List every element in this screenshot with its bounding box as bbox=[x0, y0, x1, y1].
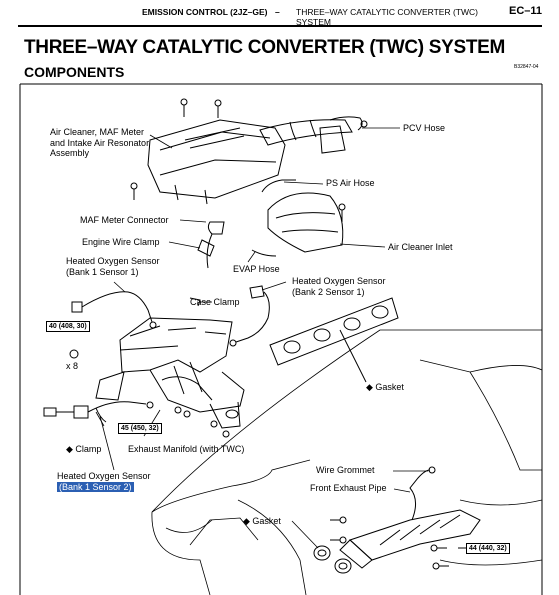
label-ho2s-b2s1-line2: (Bank 2 Sensor 1) bbox=[292, 286, 365, 297]
maf-connector-drawing bbox=[197, 221, 225, 269]
leader-gasket-upper bbox=[339, 329, 367, 383]
case-clamp-drawing bbox=[189, 297, 201, 307]
torque-spec-pipe: 44 (440, 32) bbox=[466, 543, 510, 554]
page-header: EMISSION CONTROL (2JZ–GE) – THREE–WAY CA… bbox=[0, 0, 559, 34]
label-ho2s-b2s1: Heated Oxygen Sensor (Bank 2 Sensor 1) bbox=[292, 276, 386, 297]
label-front-exhaust-pipe: Front Exhaust Pipe bbox=[310, 483, 387, 493]
header-dash: – bbox=[275, 7, 280, 17]
label-ho2s-b1s2-line2-wrap: (Bank 1 Sensor 2) bbox=[57, 481, 151, 493]
ho2s-bank2-sensor1-drawing bbox=[229, 285, 270, 347]
label-gasket-lower: ◆ Gasket bbox=[243, 516, 281, 526]
header-topic-line1: THREE–WAY CATALYTIC CONVERTER (TWC) bbox=[296, 7, 478, 17]
header-rule bbox=[18, 25, 542, 27]
exhaust-manifold-drawing bbox=[95, 317, 245, 429]
label-ps-air-hose: PS Air Hose bbox=[326, 178, 375, 188]
gasket-upper-drawing bbox=[269, 297, 399, 366]
label-air-cleaner-line2: and Intake Air Resonator bbox=[50, 137, 150, 148]
label-clamp: ◆ Clamp bbox=[66, 444, 102, 454]
ps-air-hose-drawing bbox=[261, 179, 296, 193]
label-times-8: x 8 bbox=[66, 361, 79, 371]
header-topic: THREE–WAY CATALYTIC CONVERTER (TWC) SYST… bbox=[296, 7, 496, 27]
label-ho2s-b1s1-line2: (Bank 1 Sensor 1) bbox=[66, 266, 139, 277]
ho2s-bank1-sensor2-drawing bbox=[43, 401, 154, 423]
bolts-lower bbox=[330, 516, 466, 570]
torque-spec-nut: 40 (408, 30) bbox=[46, 321, 90, 332]
label-air-cleaner-inlet: Air Cleaner Inlet bbox=[388, 242, 453, 252]
label-maf-connector: MAF Meter Connector bbox=[80, 215, 169, 225]
label-evap-hose: EVAP Hose bbox=[233, 264, 280, 274]
label-engine-wire-clamp: Engine Wire Clamp bbox=[82, 237, 160, 247]
header-topic-line2: SYSTEM bbox=[296, 17, 331, 27]
page-title: THREE–WAY CATALYTIC CONVERTER (TWC) SYST… bbox=[24, 37, 506, 58]
air-cleaner-assembly-drawing bbox=[147, 116, 368, 205]
torque-spec-manifold: 45 (450, 32) bbox=[118, 423, 162, 434]
figure-code: B32847-04 bbox=[514, 64, 539, 70]
vehicle-outline bbox=[151, 329, 543, 595]
nuts-drawing bbox=[69, 349, 230, 438]
label-ho2s-b1s1: Heated Oxygen Sensor (Bank 1 Sensor 1) bbox=[66, 256, 160, 277]
leader-lines bbox=[95, 127, 428, 549]
evap-hose-drawing bbox=[251, 249, 277, 257]
air-cleaner-inlet-drawing bbox=[267, 192, 344, 253]
label-ho2s-b1s2-line2: (Bank 1 Sensor 2) bbox=[57, 481, 134, 492]
label-exhaust-manifold: Exhaust Manifold (with TWC) bbox=[128, 444, 245, 454]
label-gasket-upper: ◆ Gasket bbox=[366, 382, 404, 392]
label-wire-grommet: Wire Grommet bbox=[316, 465, 375, 475]
label-case-clamp: Case Clamp bbox=[190, 297, 240, 307]
label-ho2s-b1s2-line1: Heated Oxygen Sensor bbox=[57, 471, 151, 481]
gasket-lower-drawing bbox=[313, 545, 352, 574]
section-subtitle: COMPONENTS bbox=[24, 64, 125, 80]
bolt-group-top bbox=[130, 98, 346, 222]
label-air-cleaner: Air Cleaner, MAF Meter and Intake Air Re… bbox=[50, 127, 149, 159]
label-ho2s-b1s1-line1: Heated Oxygen Sensor bbox=[66, 256, 160, 266]
label-ho2s-b2s1-line1: Heated Oxygen Sensor bbox=[292, 276, 386, 286]
label-air-cleaner-line1: Air Cleaner, MAF Meter bbox=[50, 127, 145, 137]
header-section: EMISSION CONTROL (2JZ–GE) bbox=[142, 7, 268, 17]
label-pcv-hose: PCV Hose bbox=[403, 123, 446, 133]
label-ho2s-b1s2: Heated Oxygen Sensor (Bank 1 Sensor 2) bbox=[57, 471, 151, 492]
page-number: EC–11 bbox=[509, 5, 543, 17]
label-air-cleaner-line3: Assembly bbox=[50, 148, 90, 158]
ho2s-bank1-sensor1-drawing bbox=[71, 291, 157, 329]
